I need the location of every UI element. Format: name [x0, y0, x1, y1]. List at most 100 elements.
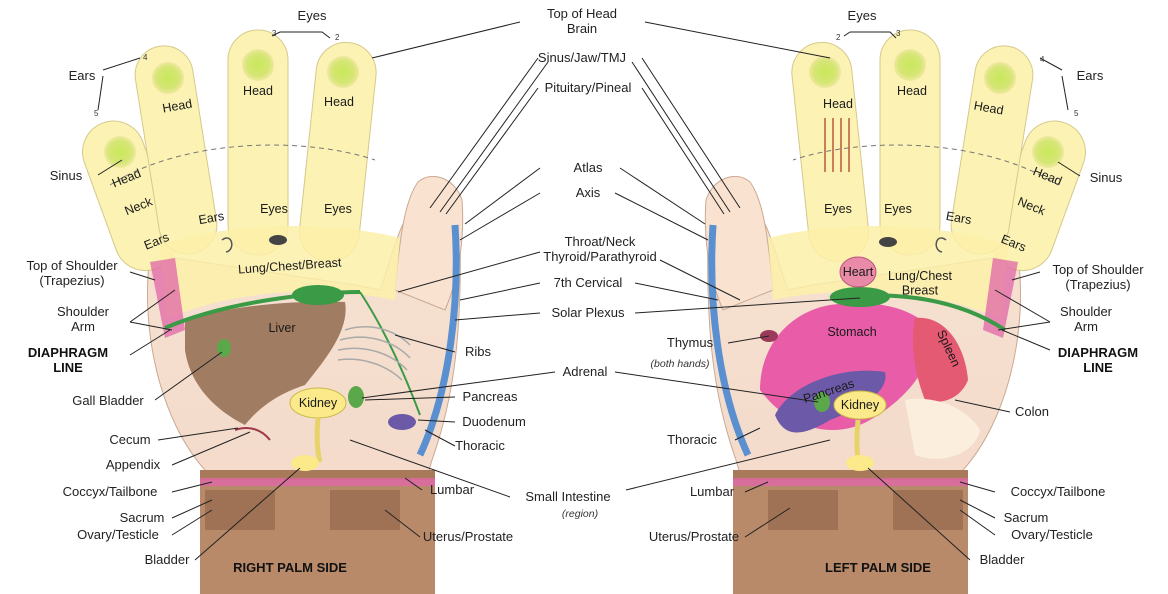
left-label-thymus: Thymus: [667, 335, 714, 350]
left-label-bladder: Bladder: [980, 552, 1025, 567]
right-diaphragm-line: [164, 290, 361, 330]
right-in-liver: Liver: [268, 321, 295, 335]
right-label-ribs: Ribs: [465, 344, 492, 359]
right-palm-caption: RIGHT PALM SIDE: [233, 560, 347, 575]
right-label-sinus: Sinus: [50, 168, 83, 183]
left-label-uterus: Uterus/Prostate: [649, 529, 739, 544]
left-hand: [704, 29, 1095, 594]
left-num-2: 2: [836, 33, 841, 42]
right-in-ears-ring: Ears: [197, 209, 225, 227]
right-spine: [416, 224, 460, 457]
left-ear-icon: [935, 237, 947, 253]
left-label-lumbar: Lumbar: [690, 484, 735, 499]
left-label-colon: Colon: [1015, 404, 1049, 419]
left-pancreas: [775, 370, 886, 433]
right-in-eyes-middle: Eyes: [260, 202, 288, 216]
right-adrenal-mark: [348, 386, 364, 408]
right-index-tip: [327, 56, 359, 88]
right-hand-labels: Eyes Ears Sinus Top of Shoulder(Trapeziu…: [26, 8, 525, 575]
left-in-eyes-index: Eyes: [824, 202, 852, 216]
right-in-head-middle: Head: [243, 84, 273, 98]
left-label-thoracic: Thoracic: [667, 432, 717, 447]
right-shoulder-strip: [150, 258, 185, 338]
right-label-appendix: Appendix: [106, 457, 161, 472]
left-in-head-middle: Head: [897, 84, 927, 98]
label-atlas: Atlas: [574, 160, 603, 175]
right-eye-icon: [269, 235, 287, 245]
right-label-duodenum: Duodenum: [462, 414, 526, 429]
left-heart: [839, 256, 877, 288]
right-ribs: [337, 326, 411, 381]
right-label-bladder: Bladder: [145, 552, 190, 567]
left-label-sinus: Sinus: [1090, 170, 1123, 185]
left-label-eyes: Eyes: [848, 8, 877, 23]
left-eye-icon: [879, 237, 897, 247]
right-middle-tip: [242, 49, 274, 81]
left-in-eyes-middle: Eyes: [884, 202, 912, 216]
right-in-eyes-index: Eyes: [324, 202, 352, 216]
right-num-4: 4: [143, 53, 148, 62]
right-pinky-tip: [104, 136, 136, 168]
left-in-kidney: Kidney: [841, 398, 880, 412]
left-label-thymus-sub: (both hands): [651, 358, 710, 370]
right-label-cecum: Cecum: [109, 432, 150, 447]
label-small-intestine-sub: (region): [562, 508, 598, 520]
label-small-intestine: Small Intestine: [525, 489, 610, 504]
left-label-coccyx: Coccyx/Tailbone: [1011, 484, 1106, 499]
right-num-5: 5: [94, 109, 99, 118]
right-num-3: 3: [272, 29, 277, 38]
right-solar-plexus-mark: [292, 285, 344, 305]
right-duodenum-mark: [388, 414, 416, 430]
label-sinus-jaw-tmj: Sinus/Jaw/TMJ: [538, 50, 626, 65]
leader-lines: [97, 21, 1081, 561]
right-in-kidney: Kidney: [299, 396, 338, 410]
right-num-2: 2: [335, 33, 340, 42]
label-7th-cervical: 7th Cervical: [554, 275, 623, 290]
right-in-head-index: Head: [324, 95, 354, 109]
right-label-lumbar: Lumbar: [430, 482, 475, 497]
left-colon-mark: [905, 398, 980, 459]
left-label-sacrum: Sacrum: [1004, 510, 1049, 525]
right-label-sacrum: Sacrum: [120, 510, 165, 525]
left-palm-caption: LEFT PALM SIDE: [825, 560, 931, 575]
right-ring-tip: [152, 62, 184, 94]
right-label-uterus: Uterus/Prostate: [423, 529, 513, 544]
right-lung-band: [160, 225, 400, 320]
left-solar-plexus-mark: [830, 287, 890, 307]
left-spleen: [913, 317, 968, 402]
left-in-ears-ring: Ears: [945, 209, 973, 227]
right-dashed-arc: [109, 144, 376, 186]
left-label-ears: Ears: [1077, 68, 1104, 83]
right-hand: [73, 29, 464, 594]
right-cecum-mark: [234, 427, 271, 441]
left-label-top-of-shoulder: Top of Shoulder(Trapezius): [1052, 262, 1144, 292]
right-in-head-ring: Head: [161, 97, 193, 116]
left-adrenal-mark: [814, 392, 830, 412]
right-bladder-mark: [291, 455, 319, 471]
label-axis: Axis: [576, 185, 601, 200]
right-label-thoracic: Thoracic: [455, 438, 505, 453]
right-label-coccyx: Coccyx/Tailbone: [63, 484, 158, 499]
right-liver: [185, 301, 346, 425]
left-label-ovary: Ovary/Testicle: [1011, 527, 1093, 542]
right-label-gall-bladder: Gall Bladder: [72, 393, 144, 408]
left-kidney: [833, 390, 887, 420]
left-head-arrows: [824, 118, 850, 172]
left-in-stomach: Stomach: [827, 325, 876, 339]
right-label-eyes: Eyes: [298, 8, 327, 23]
left-in-head-ring: Head: [973, 99, 1005, 118]
right-label-ovary: Ovary/Testicle: [77, 527, 159, 542]
right-ear-icon: [221, 237, 233, 253]
label-adrenal: Adrenal: [563, 364, 608, 379]
left-num-5: 5: [1074, 109, 1079, 118]
label-solar-plexus: Solar Plexus: [552, 305, 625, 320]
left-in-head-index: Head: [823, 97, 853, 111]
